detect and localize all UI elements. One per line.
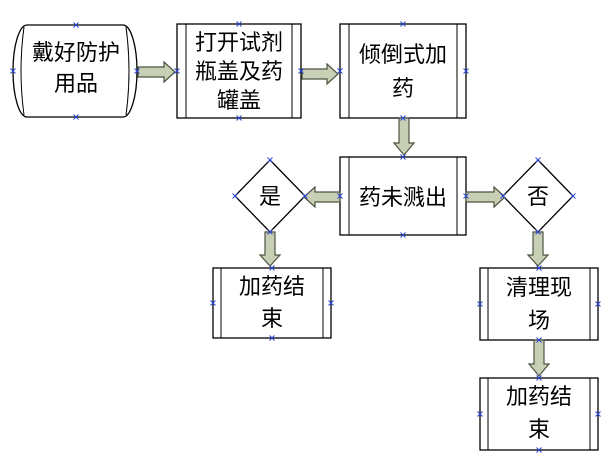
node-label-line2: 用品 xyxy=(54,72,98,97)
connection-point-marker xyxy=(400,21,406,27)
connection-markers xyxy=(10,21,601,453)
connection-point-marker xyxy=(174,68,180,74)
node-label-line2: 药 xyxy=(392,77,414,102)
node-label-line1: 药未溅出 xyxy=(359,186,447,211)
connection-point-marker xyxy=(267,229,273,235)
connection-point-marker xyxy=(267,157,273,163)
node-label-line3: 罐盖 xyxy=(217,89,261,114)
arrow-right xyxy=(301,62,339,86)
connection-point-marker xyxy=(232,193,238,199)
node-pour-dosing: 倾倒式加 药 xyxy=(339,23,467,119)
connection-point-marker xyxy=(400,115,406,121)
connection-point-marker xyxy=(477,411,483,417)
connection-point-marker xyxy=(595,301,601,307)
node-label-line2: 瓶盖及药 xyxy=(195,60,283,85)
connection-point-marker xyxy=(302,193,308,199)
node-end-left: 加药结 束 xyxy=(212,267,332,339)
connection-point-marker xyxy=(500,193,506,199)
connection-point-marker xyxy=(463,193,469,199)
node-label-line2: 束 xyxy=(528,418,550,443)
node-inner-right-curve xyxy=(125,26,130,116)
connection-point-marker xyxy=(236,115,242,121)
decision-label: 是 xyxy=(259,185,281,210)
connection-point-marker xyxy=(328,300,334,306)
connection-point-marker xyxy=(477,301,483,307)
node-label-line2: 束 xyxy=(261,307,283,332)
node-clean-site: 清理现 场 xyxy=(479,267,599,341)
connection-point-marker xyxy=(536,265,542,271)
connection-point-marker xyxy=(298,68,304,74)
arrow-down xyxy=(526,231,550,267)
connection-point-marker xyxy=(337,193,343,199)
arrow-right xyxy=(137,60,176,84)
connection-point-marker xyxy=(10,68,16,74)
node-not-splashed: 药未溅出 xyxy=(339,156,467,236)
connection-point-marker xyxy=(536,337,542,343)
arrow-left xyxy=(303,185,341,209)
arrow-down xyxy=(527,339,551,377)
node-end-right: 加药结 束 xyxy=(479,377,599,451)
arrow-right xyxy=(465,185,506,209)
node-label-line1: 倾倒式加 xyxy=(359,43,447,68)
connection-point-marker xyxy=(535,157,541,163)
arrow-down xyxy=(392,117,416,156)
decision-no: 否 xyxy=(502,159,574,233)
connection-point-marker xyxy=(400,232,406,238)
decision-yes: 是 xyxy=(234,159,306,233)
connection-point-marker xyxy=(269,335,275,341)
node-label-line1: 加药结 xyxy=(506,385,572,410)
decision-label: 否 xyxy=(527,185,549,210)
connection-point-marker xyxy=(536,447,542,453)
node-label-line1: 打开试剂 xyxy=(195,31,283,56)
connection-point-marker xyxy=(210,300,216,306)
arrow-down xyxy=(258,231,282,267)
connection-point-marker xyxy=(570,193,576,199)
node-label-line1: 清理现 xyxy=(506,276,572,301)
node-open-caps: 打开试剂 瓶盖及药 罐盖 xyxy=(176,23,302,119)
node-label-line1: 戴好防护 xyxy=(32,41,120,66)
connection-point-marker xyxy=(73,22,79,28)
connection-point-marker xyxy=(269,265,275,271)
connection-point-marker xyxy=(463,68,469,74)
node-label-line2: 场 xyxy=(528,309,550,334)
connection-point-marker xyxy=(400,154,406,160)
node-label-line1: 加药结 xyxy=(239,275,305,300)
connection-point-marker xyxy=(236,21,242,27)
connection-point-marker xyxy=(134,68,140,74)
connection-point-marker xyxy=(536,375,542,381)
node-inner-left-curve xyxy=(20,26,25,116)
connection-point-marker xyxy=(337,68,343,74)
connection-point-marker xyxy=(535,229,541,235)
node-wear-protective-gear: 戴好防护 用品 xyxy=(12,24,138,118)
connection-point-marker xyxy=(73,114,79,120)
connection-point-marker xyxy=(595,411,601,417)
